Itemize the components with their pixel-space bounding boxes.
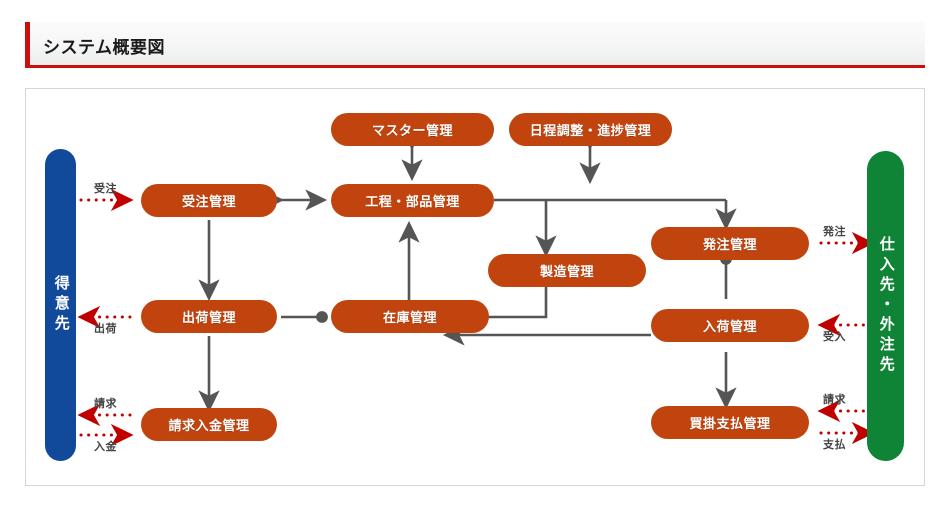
diagram-canvas: 得意先 仕入先・外注先 マスター管理 日程調整・進捗管理 受注管理 工程・部品管… — [26, 89, 926, 487]
node-purchase[interactable]: 発注管理 — [651, 227, 809, 260]
node-production-label: 製造管理 — [539, 264, 594, 279]
node-billing[interactable]: 請求入金管理 — [141, 408, 277, 441]
actor-supplier-label: 仕入先・外注先 — [877, 236, 895, 376]
flow-label-hacchu: 発注 — [823, 226, 846, 238]
node-process[interactable]: 工程・部品管理 — [331, 184, 494, 217]
diagram-panel: 得意先 仕入先・外注先 マスター管理 日程調整・進捗管理 受注管理 工程・部品管… — [25, 88, 925, 486]
node-production[interactable]: 製造管理 — [488, 254, 646, 287]
node-billing-label: 請求入金管理 — [168, 418, 250, 433]
section-header: システム概要図 — [25, 22, 925, 68]
flow-label-ukeire: 受入 — [823, 331, 846, 343]
actor-customer-label: 得意先 — [52, 275, 70, 335]
actor-supplier: 仕入先・外注先 — [867, 151, 904, 461]
header-accent-bar — [25, 22, 30, 68]
node-receiving[interactable]: 入荷管理 — [651, 309, 809, 342]
node-stock-label: 在庫管理 — [382, 310, 437, 325]
node-payable[interactable]: 買掛支払管理 — [651, 406, 809, 439]
flow-label-nyukin: 入金 — [94, 441, 117, 453]
flow-label-shukka: 出荷 — [94, 323, 117, 335]
page-title: システム概要図 — [43, 38, 165, 57]
node-purchase-label: 発注管理 — [702, 237, 757, 252]
actor-customer: 得意先 — [45, 149, 76, 461]
flow-label-seikyu-customer: 請求 — [94, 398, 117, 410]
connector-layer — [77, 128, 875, 447]
node-order-label: 受注管理 — [181, 194, 236, 209]
node-shipping[interactable]: 出荷管理 — [141, 300, 277, 333]
flow-label-juchu: 受注 — [94, 183, 117, 195]
node-shipping-label: 出荷管理 — [181, 310, 236, 325]
node-order[interactable]: 受注管理 — [141, 184, 277, 217]
node-payable-label: 買掛支払管理 — [689, 416, 771, 431]
node-schedule[interactable]: 日程調整・進捗管理 — [509, 113, 672, 146]
node-process-label: 工程・部品管理 — [365, 194, 460, 209]
node-receiving-label: 入荷管理 — [702, 319, 757, 334]
node-schedule-label: 日程調整・進捗管理 — [529, 123, 652, 138]
node-master-label: マスター管理 — [371, 123, 453, 138]
flow-label-shiharai: 支払 — [823, 439, 846, 451]
flow-label-seikyu-supplier: 請求 — [823, 394, 846, 406]
node-master[interactable]: マスター管理 — [331, 113, 494, 146]
node-stock[interactable]: 在庫管理 — [331, 300, 489, 333]
